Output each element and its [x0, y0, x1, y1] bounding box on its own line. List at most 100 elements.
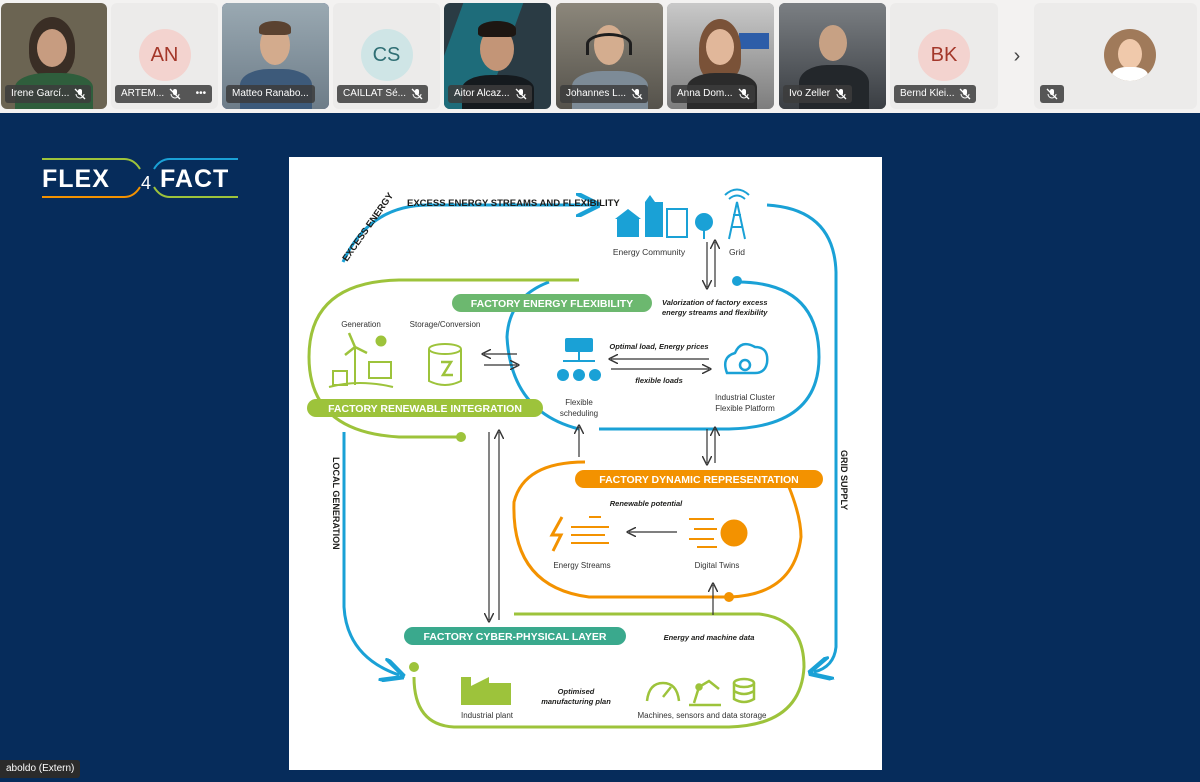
headset-icon	[586, 33, 632, 55]
participant-name: Ivo Zeller	[783, 85, 853, 103]
section-dynamic-representation	[575, 470, 823, 488]
renewable-loop	[307, 278, 579, 439]
grid-label: Grid	[729, 247, 745, 257]
industrial-plant-icon	[461, 677, 511, 705]
flexible-loads-label: flexible loads	[635, 376, 683, 385]
mic-off-icon	[169, 88, 181, 100]
generation-label: Generation	[341, 320, 381, 329]
generation-icon	[328, 332, 394, 388]
energy-streams-icon	[549, 516, 609, 552]
logo-text-4: 4	[141, 173, 151, 193]
local-generation-label: LOCAL GENERATION	[331, 457, 341, 550]
excess-energy-arrow	[341, 205, 594, 263]
more-options-icon[interactable]: •••	[195, 88, 207, 99]
participant-tile[interactable]: CS CAILLAT Sé...	[333, 3, 440, 109]
participant-tile[interactable]: Ivo Zeller	[779, 3, 886, 109]
svg-text:energy streams and flexibility: energy streams and flexibility	[662, 308, 768, 317]
self-view-tile[interactable]	[1034, 3, 1197, 109]
flexible-scheduling-label-2: scheduling	[560, 409, 598, 418]
logo-text-fact: FACT	[160, 165, 229, 193]
machine-data-label: Energy and machine data	[664, 633, 755, 642]
participant-tile[interactable]: Anna Dom...	[667, 3, 774, 109]
cloud-platform-icon	[724, 342, 769, 375]
shared-slide: EXCESS ENERGY EXCESS ENERGY STREAMS AND …	[289, 157, 882, 770]
mic-off-icon	[631, 88, 643, 100]
storage-database-icon	[428, 343, 462, 386]
energy-streams-label: Energy Streams	[553, 561, 610, 570]
machines-icons	[645, 677, 756, 707]
cluster-label-2: Flexible Platform	[715, 404, 775, 413]
renewable-potential-label: Renewable potential	[610, 499, 683, 508]
flex4fact-diagram: EXCESS ENERGY EXCESS ENERGY STREAMS AND …	[307, 188, 849, 729]
dynamic-loop-left	[512, 460, 729, 599]
presenter-label: aboldo (Extern)	[0, 760, 81, 778]
mic-off-icon	[738, 88, 750, 100]
mic-off-icon	[1046, 88, 1058, 100]
grid-supply-label: GRID SUPPLY	[839, 450, 849, 510]
participant-tile[interactable]: BK Bernd Klei...	[890, 3, 998, 109]
participant-tile[interactable]: Aitor Alcaz...	[444, 3, 551, 109]
grid-supply-arrow	[766, 203, 838, 672]
logo-text-flex: FLEX	[42, 165, 110, 193]
avatar: CS	[360, 29, 413, 81]
participant-tile[interactable]: Johannes L...	[556, 3, 663, 109]
chevron-right-icon[interactable]: ›	[1013, 45, 1021, 67]
participant-background	[739, 33, 769, 49]
valorization-label: Valorization of factory excess	[662, 298, 768, 307]
section-energy-flexibility	[452, 294, 652, 312]
avatar	[1104, 29, 1156, 81]
flexible-scheduling-icon	[557, 338, 601, 381]
excess-energy-label-a: EXCESS ENERGY	[340, 190, 396, 263]
participant-name: CAILLAT Sé...	[337, 85, 428, 103]
participant-hair	[478, 21, 516, 37]
mic-off-icon	[411, 88, 423, 100]
dynamic-loop-right	[728, 486, 803, 599]
mic-off-icon	[835, 88, 847, 100]
participant-tile[interactable]: Irene Garcí...	[1, 3, 107, 109]
grid-tower-icon	[724, 188, 750, 240]
participant-name: Matteo Ranabo...	[226, 85, 315, 103]
participant-name: Bernd Klei...	[894, 85, 977, 103]
mic-off-icon	[74, 88, 86, 100]
participant-name: Aitor Alcaz...	[448, 85, 532, 103]
industrial-plant-label: Industrial plant	[461, 711, 514, 720]
participant-name: Anna Dom...	[671, 85, 755, 103]
optimal-load-label: Optimal load, Energy prices	[609, 342, 708, 351]
section-energy-flexibility-label: FACTORY ENERGY FLEXIBILITY	[471, 298, 633, 310]
mic-off-icon	[515, 88, 527, 100]
excess-energy-label: EXCESS ENERGY STREAMS AND FLEXIBILITY	[407, 198, 620, 209]
machines-label: Machines, sensors and data storage	[638, 711, 768, 720]
avatar: BK	[918, 29, 970, 81]
participant-hair	[259, 21, 291, 35]
participant-name: Johannes L...	[560, 85, 649, 103]
digital-twins-icon	[689, 518, 748, 548]
participant-tile[interactable]: AN ARTEM... •••	[111, 3, 218, 109]
section-dynamic-representation-label: FACTORY DYNAMIC REPRESENTATION	[599, 474, 799, 486]
section-cyber-physical	[404, 627, 626, 645]
section-renewable-integration	[307, 399, 543, 417]
mic-off-icon	[960, 88, 971, 100]
participant-tile[interactable]: Matteo Ranabo...	[222, 3, 329, 109]
optimised-label-1: Optimised	[558, 687, 595, 696]
section-renewable-integration-label: FACTORY RENEWABLE INTEGRATION	[328, 403, 522, 415]
flexible-scheduling-label-1: Flexible	[565, 398, 593, 407]
participant-face	[37, 29, 67, 67]
avatar: AN	[138, 29, 191, 81]
cluster-label-1: Industrial Cluster	[715, 393, 775, 402]
energy-community-icon	[615, 195, 713, 239]
participant-name: Irene Garcí...	[5, 85, 92, 103]
participant-strip: Irene Garcí... AN ARTEM... ••• Matteo Ra…	[0, 0, 1200, 113]
optimised-label-2: manufacturing plan	[541, 697, 611, 706]
energy-community-label: Energy Community	[613, 247, 686, 257]
flex-loop-right	[599, 280, 821, 431]
storage-label: Storage/Conversion	[410, 320, 481, 329]
participant-face	[819, 25, 847, 61]
section-cyber-physical-label: FACTORY CYBER-PHYSICAL LAYER	[423, 631, 606, 643]
digital-twins-label: Digital Twins	[695, 561, 740, 570]
participant-name: ARTEM... •••	[115, 85, 213, 103]
flex4fact-logo: FLEX 4 FACT	[42, 158, 238, 198]
cyber-physical-loop	[412, 612, 806, 729]
self-mic-indicator	[1040, 85, 1064, 103]
participant-face	[706, 29, 734, 65]
local-generation-arrow	[342, 432, 399, 675]
